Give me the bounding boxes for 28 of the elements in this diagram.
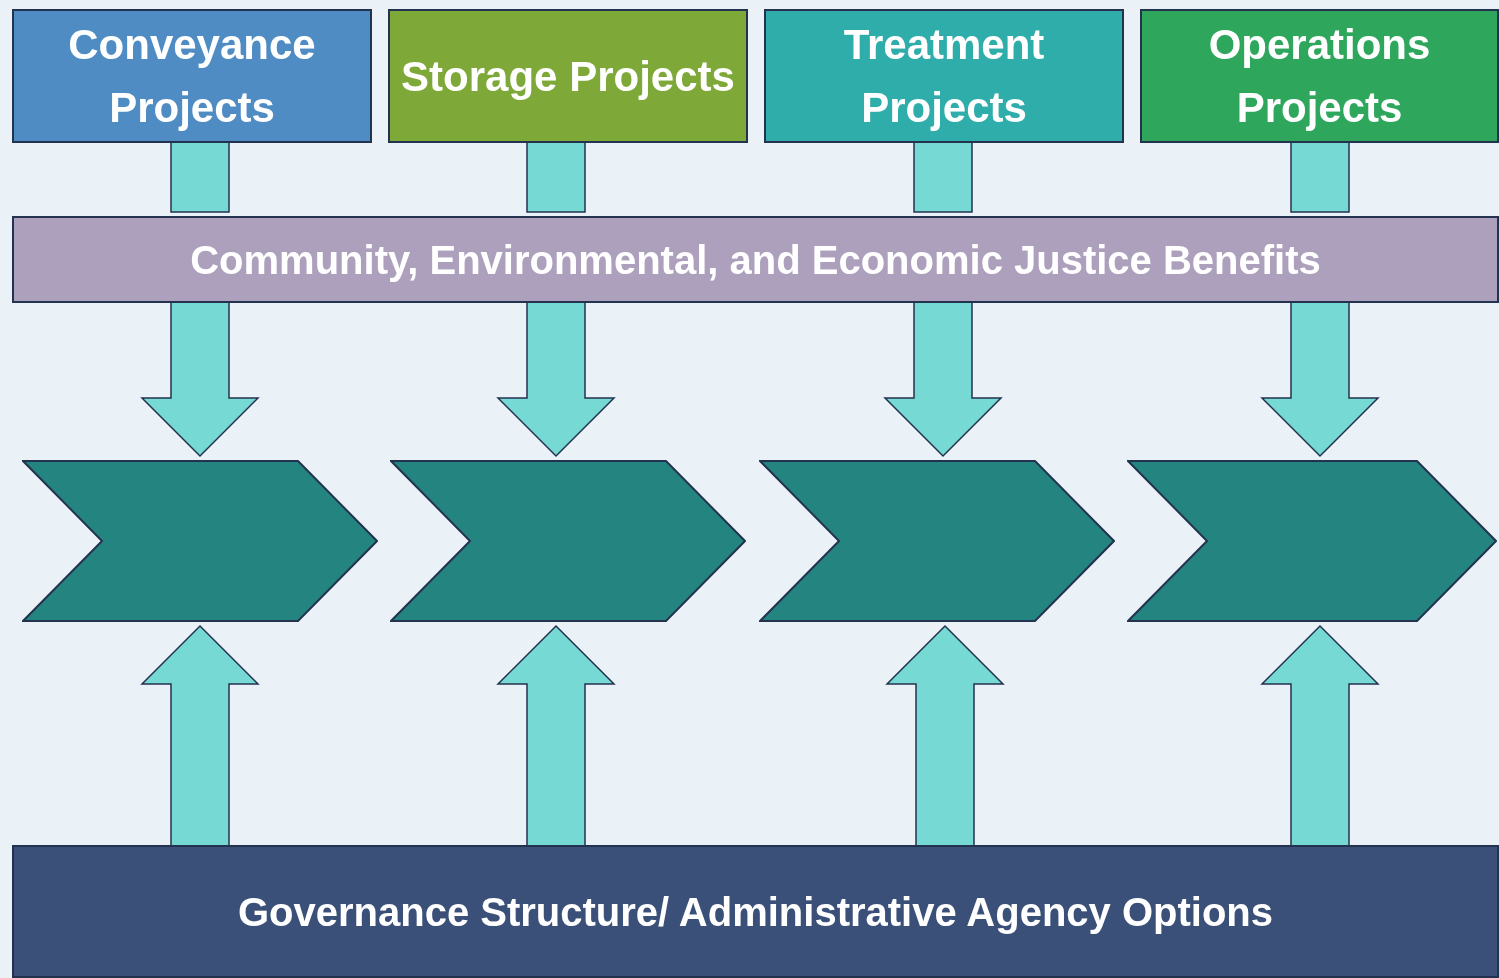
block-arrow: [883, 300, 1003, 458]
block-arrow: [140, 300, 260, 458]
block-arrow: [913, 140, 973, 213]
block-arrow: [496, 300, 616, 458]
project-box: [388, 9, 748, 143]
benefits-band: [12, 216, 1499, 303]
chevron-shape: [1127, 460, 1497, 622]
box-label: Governance Structure/ Administrative Agency Options: [237, 888, 1274, 936]
block-arrow: [1260, 624, 1380, 848]
governance-band: [12, 845, 1499, 978]
block-arrow: [1260, 300, 1380, 458]
block-arrow: [496, 624, 616, 848]
block-arrow: [885, 624, 1005, 848]
box-label: Storage Projects: [401, 51, 735, 102]
project-box: [1140, 9, 1499, 143]
project-box: [764, 9, 1124, 143]
box-label: Operations Projects: [1207, 20, 1432, 133]
project-box: [12, 9, 372, 143]
block-arrow: [1290, 140, 1350, 213]
block-arrow: [526, 140, 586, 213]
box-label: Treatment Projects: [842, 20, 1046, 133]
block-arrow: [170, 140, 230, 213]
chevron-shape: [390, 460, 746, 622]
block-arrow: [140, 624, 260, 848]
box-label: Community, Environmental, and Economic Justice Benefits: [190, 236, 1321, 284]
chevron-shape: [759, 460, 1115, 622]
chevron-shape: [22, 460, 378, 622]
box-label: Conveyance Projects: [67, 20, 317, 133]
